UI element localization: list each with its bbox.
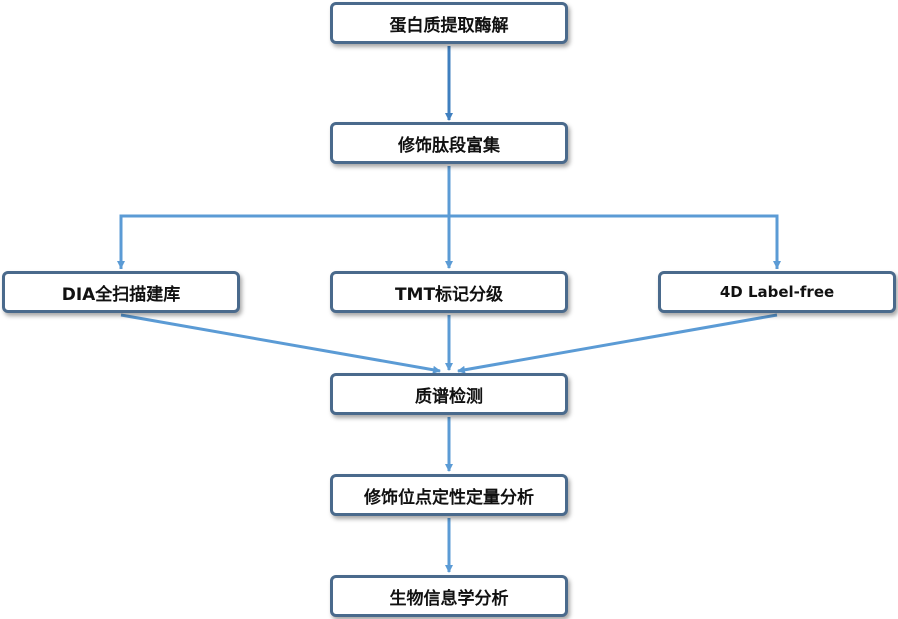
arrow-4d-to-ms <box>457 313 778 374</box>
node-label: 修饰位点定性定量分析 <box>364 487 534 508</box>
node-label: DIA全扫描建库 <box>61 284 181 305</box>
node-protein-extraction: 蛋白质提取酶解 <box>330 2 568 44</box>
node-label: 蛋白质提取酶解 <box>389 15 509 36</box>
node-dia-library: DIA全扫描建库 <box>2 271 240 313</box>
node-peptide-enrichment: 修饰肽段富集 <box>330 122 568 164</box>
arrow-dia-to-ms <box>120 313 441 374</box>
node-label: TMT标记分级 <box>394 284 504 305</box>
node-label: 4D Label-free <box>719 283 835 301</box>
node-mass-spec: 质谱检测 <box>330 373 568 415</box>
node-label: 修饰肽段富集 <box>398 135 500 156</box>
node-bioinformatics: 生物信息学分析 <box>330 575 568 617</box>
node-tmt-labeling: TMT标记分级 <box>330 271 568 313</box>
node-label: 生物信息学分析 <box>389 588 509 609</box>
node-site-analysis: 修饰位点定性定量分析 <box>330 474 568 516</box>
node-4d-label-free: 4D Label-free <box>658 271 896 313</box>
node-label: 质谱检测 <box>415 386 483 407</box>
